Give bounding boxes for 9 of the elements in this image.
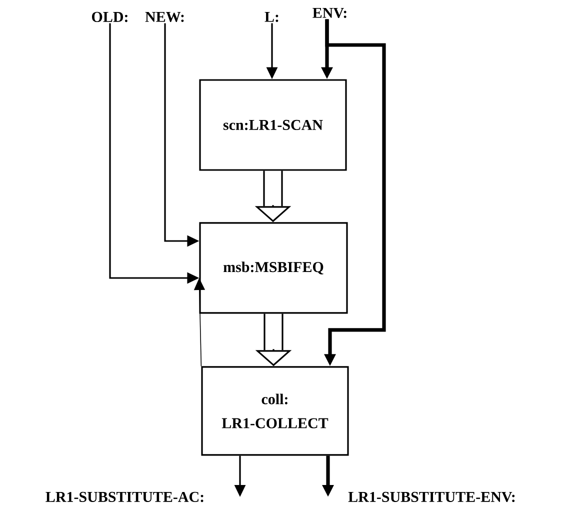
signal-label: ENV: — [312, 8, 346, 18]
signal-label: OLD: — [92, 12, 128, 22]
process-box: msb:MSBIFEQ — [199, 222, 348, 314]
process-box: coll: LR1-COLLECT — [201, 366, 349, 456]
signal-label: L: — [264, 12, 278, 22]
signal-label: NEW: — [145, 12, 184, 22]
signal-label: LR1-SUBSTITUTE-AC: — [46, 492, 204, 502]
process-box: scn:LR1-SCAN — [199, 79, 347, 171]
signal-label: LR1-SUBSTITUTE-ENV: — [348, 492, 515, 502]
